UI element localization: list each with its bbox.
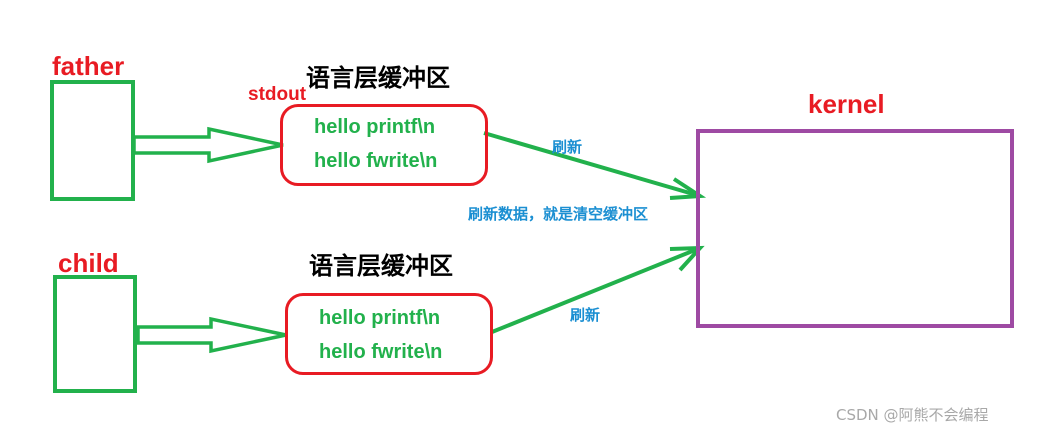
father-label: father [52, 51, 125, 81]
kernel-box [696, 129, 1014, 328]
kernel-label: kernel [808, 89, 885, 119]
child-process-box [53, 275, 137, 393]
watermark: CSDN @阿熊不会编程 [836, 406, 989, 424]
child-buffer-line-printf: hello printf\n [319, 307, 441, 329]
father-process-box [50, 80, 135, 201]
child-flush-arrow [491, 245, 705, 334]
flush-label-top: 刷新 [552, 138, 583, 156]
stdout-label: stdout [248, 84, 307, 105]
father-flush-arrow [483, 131, 707, 200]
father-to-buffer-arrow [132, 126, 284, 164]
flush-note: 刷新数据，就是清空缓冲区 [468, 205, 649, 223]
child-buffer-line-fwrite: hello fwrite\n [319, 341, 443, 363]
child-to-buffer-arrow [136, 316, 287, 354]
child-label: child [58, 248, 119, 278]
father-buffer-box [280, 104, 488, 186]
flush-label-bottom: 刷新 [570, 306, 601, 324]
father-buffer-line-printf: hello printf\n [314, 116, 436, 138]
child-buffer-box [285, 293, 493, 375]
father-buffer-line-fwrite: hello fwrite\n [314, 150, 438, 172]
child-buffer-title: 语言层缓冲区 [309, 252, 453, 280]
father-buffer-title: 语言层缓冲区 [306, 64, 450, 92]
